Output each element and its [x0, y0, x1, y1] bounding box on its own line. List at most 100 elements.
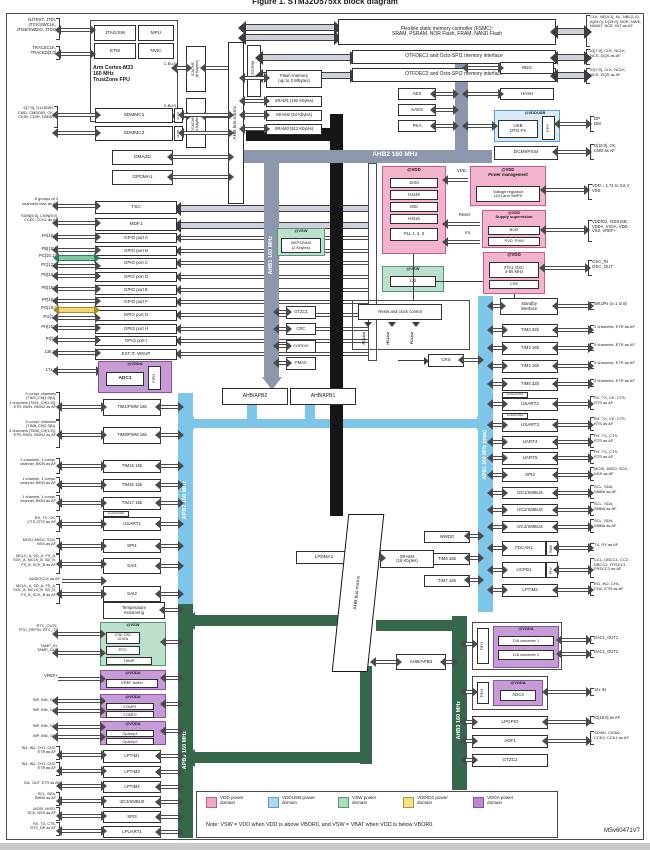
sai2-pin-arrow	[62, 592, 101, 596]
audioclk-arrow	[62, 579, 101, 583]
hsi48-box: HSI48	[390, 190, 438, 200]
spi1-pin-arrow	[62, 544, 101, 548]
diagram-frame	[6, 13, 644, 840]
pe-arrow	[58, 287, 95, 291]
pa-pins: PA[15:0]	[41, 233, 58, 238]
pvd-box: PVD, PVM	[488, 237, 540, 246]
sai1-box: SAI1	[103, 558, 161, 574]
usart3-tag: smcard irDA	[502, 413, 528, 419]
tim5-pin-arrow	[558, 382, 588, 386]
pb-pins: PB[15:0]	[41, 246, 58, 251]
pc-low-pins: PC[12:0]	[41, 262, 58, 267]
gtzc2-box: GTZC2	[472, 754, 548, 767]
tim17-bus-arrow	[161, 501, 178, 505]
rtc-pin-arrow	[58, 632, 100, 636]
lptim1-pins: IN1, IN2, CH1, CH2, ETR as AF	[2, 746, 60, 760]
ahb3-feed-vert	[360, 666, 372, 764]
comp2-pins: INP, INN, OUT	[32, 707, 58, 712]
dac2-pin-arrow	[562, 652, 586, 656]
uart4-pin-arrow	[558, 440, 588, 444]
mdf1-pins: SDIN[5:0], CKIN[5:0], CCK0, CCK1 as AF	[21, 213, 58, 223]
osc-pin-arrow	[545, 266, 585, 270]
hsi16-box: HSI16	[390, 214, 438, 224]
power-mgmt-label: @VDD Power management	[488, 167, 528, 177]
xtal-osc-box: XTAL OSC 4-50 MHz	[489, 262, 539, 278]
tim17-pin-arrow	[62, 501, 101, 505]
flash-arrow	[245, 76, 264, 80]
shsi-box: SHSI	[390, 178, 438, 188]
fclk-label: FCLKx	[409, 331, 414, 345]
adc4-pins: 14x IN	[590, 687, 642, 696]
pg-high-pins: PG[15:2]	[41, 305, 58, 310]
crs-bus-arrow	[464, 358, 478, 362]
sdmmc2-matrix-arrow	[184, 131, 228, 135]
pc-high-pins: PC[15:13]	[38, 253, 58, 258]
lptim1-pin-arrow	[62, 753, 101, 757]
vdd-pins: VDD = 1.71 to 3.6 V VSS	[588, 183, 642, 200]
gpio-b-box: GPIO port B	[95, 246, 177, 256]
vref-bus-arrow	[166, 676, 178, 680]
opamp2-box: OpAmp2	[106, 738, 154, 745]
rtc-box: RTC	[106, 646, 140, 655]
gpio-f-box: GPIO port F	[95, 297, 177, 307]
crs-link-head	[424, 357, 429, 365]
osc-domain-label: @VDD	[407, 167, 421, 172]
spi3-box: SPI3	[103, 811, 161, 823]
tim17-box: TIM17 16b	[103, 497, 161, 510]
sbus-label: S-BUS	[163, 103, 176, 108]
vdd-out-label: VDD	[456, 168, 466, 173]
tim6-bus-arrow	[470, 556, 478, 560]
usart3-pins: RX, TX, CK, CTS, RTS as AF	[590, 416, 644, 431]
legend-box	[196, 791, 558, 838]
cpu-icache-arrow	[177, 66, 186, 70]
usart1-pin-arrow	[62, 522, 101, 526]
gpio-h-box: GPIO port H	[95, 324, 177, 334]
ahb3-feed-right	[376, 620, 452, 631]
pa-arrow	[58, 235, 95, 239]
apb2-bus	[178, 393, 193, 612]
i2c1-box: I2C1/SMBUS	[502, 487, 558, 499]
comp-domain-label: @VDDA	[125, 694, 141, 699]
sdmmc1-matrix-arrow	[184, 113, 228, 117]
tim8-pins: 3 compl. channels (TIM8_CH[1:3]N), 4 cha…	[2, 420, 60, 448]
tamp-pins: TAMP_IN, TAMP_OUT	[37, 643, 58, 653]
hse-domain-label: @VDD	[507, 252, 521, 257]
int-out-label: Int	[465, 230, 470, 235]
tim15-box: TIM15 16b	[103, 460, 161, 473]
tim1-pins: 3 compl. channels (TIM1_CH[1:3]N), 4 cha…	[2, 392, 60, 420]
i2c3-box: I2C3/SMBUS	[103, 796, 161, 808]
pg-low-pins: PG[1:0]	[43, 314, 58, 319]
usb-domain-label: @VDDUSB	[524, 110, 546, 115]
sram2-arrow	[245, 113, 264, 117]
opamp-domain-label: @VDDA	[125, 721, 141, 726]
lptim4-box: LPTIM4	[103, 781, 161, 793]
dac-fifo: FIFO	[477, 628, 489, 664]
int-out-arrow	[448, 240, 480, 244]
ospi1-pin-arrow	[558, 54, 584, 61]
comp1-pin-arrow	[58, 699, 100, 703]
dac1-pin: DAC1_OUT1	[590, 635, 642, 644]
ahb-apb3-bridge: AHB/APB3	[396, 654, 446, 670]
lpuart1-pins: RX, TX, CTS, RTS_DE as AF	[2, 822, 60, 836]
dcmi-box: DCMI/PSSI	[494, 146, 558, 160]
opamp1-pins: INP, INN, OUT	[32, 723, 58, 728]
css-box: CSS	[489, 280, 539, 289]
i2c1-pins: SCL, SDA, SMBA as AF	[590, 484, 644, 499]
fsmc-pins: CLK, NE[4:1], NL, NBL[1:0], A[25:0], D[1…	[586, 14, 644, 47]
gpio-e-box: GPIO port E	[95, 285, 177, 295]
sram1-box: SRAM1 (192 Kbytes)	[266, 96, 322, 107]
exti-pins: 136 AF	[44, 349, 58, 354]
cordic-arrow	[279, 344, 286, 348]
dac-bus-arrow	[466, 642, 472, 646]
uart5-pin-arrow	[558, 456, 588, 460]
blue-stub-apb1	[305, 405, 315, 421]
i2c3-bus-arrow	[161, 800, 178, 804]
rng-arrow	[468, 66, 498, 70]
sai2-pins: MCLK_A, SD_A, FS_A, SCK_A, MCLK_B, SD_B,…	[2, 584, 60, 604]
bkpsram-domain-label: @VSW	[294, 228, 308, 233]
gtzc2-bus-arrow	[466, 758, 472, 762]
legend-label-2: VSW power domain	[352, 795, 377, 806]
opamp1-box: OpAmp1	[106, 730, 154, 737]
dma2d-arrow	[173, 155, 228, 159]
adc1-domain-label: @VDDA	[127, 361, 143, 366]
